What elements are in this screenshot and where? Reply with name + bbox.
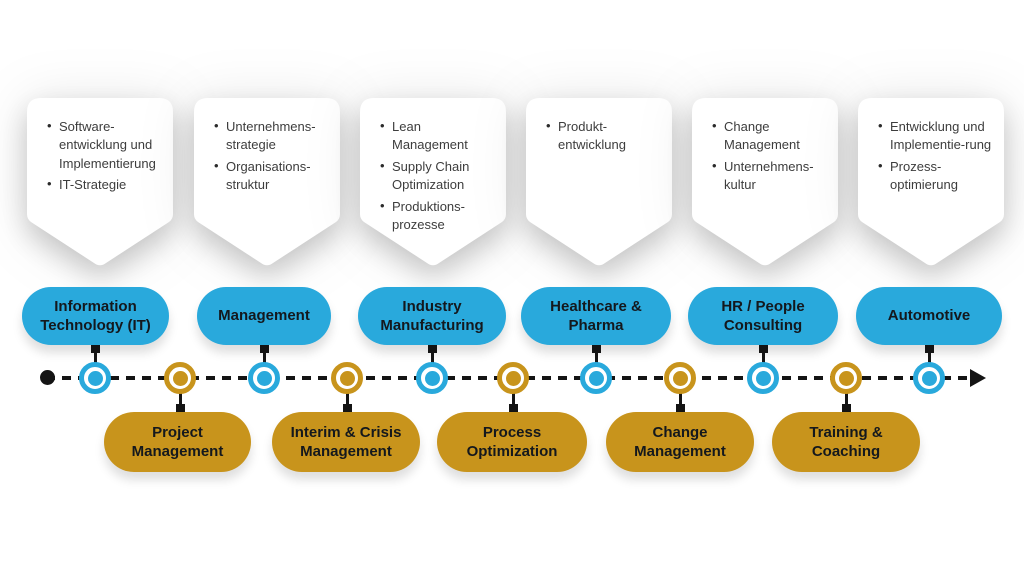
timeline-start-dot [40, 370, 55, 385]
bullet-item: Prozess-optimierung [878, 157, 992, 195]
pill-automotive: Automotive [856, 287, 1002, 345]
pill-information-technology: Information Technology (IT) [22, 287, 169, 345]
callout-bullet-list: Software-entwicklung und Implementierung… [27, 98, 173, 195]
connector-line [595, 347, 598, 365]
connector-line [928, 347, 931, 365]
connector-line [845, 393, 848, 411]
pill-hr-people-consulting: HR / People Consulting [688, 287, 838, 345]
pill-interim-crisis-management: Interim & Crisis Management [272, 412, 420, 472]
arrow-right-icon [970, 369, 986, 387]
connector-cap [509, 404, 518, 412]
timeline-node-blue-icon [580, 362, 612, 394]
callout-hr-people-consulting: Change Management Unternehmens-kultur [692, 98, 838, 268]
callout-information-technology: Software-entwicklung und Implementierung… [27, 98, 173, 268]
connector-cap [343, 404, 352, 412]
callout-management: Unternehmens-strategie Organisations-str… [194, 98, 340, 268]
connector-line [431, 347, 434, 365]
timeline-node-gold-icon [164, 362, 196, 394]
pill-industry-manufacturing: Industry Manufacturing [358, 287, 506, 345]
bullet-item: Unternehmens-strategie [214, 117, 328, 155]
timeline-node-blue-icon [79, 362, 111, 394]
timeline-node-blue-icon [416, 362, 448, 394]
connector-line [346, 393, 349, 411]
bullet-item: Unternehmens-kultur [712, 157, 826, 195]
timeline-node-blue-icon [747, 362, 779, 394]
callout-automotive: Entwicklung und Implementie-rung Prozess… [858, 98, 1004, 268]
bullet-item: Produktions-prozesse [380, 197, 494, 235]
pill-management: Management [197, 287, 331, 345]
pill-training-coaching: Training & Coaching [772, 412, 920, 472]
timeline-node-blue-icon [248, 362, 280, 394]
timeline-node-gold-icon [830, 362, 862, 394]
connector-cap [676, 404, 685, 412]
bullet-item: Entwicklung und Implementie-rung [878, 117, 992, 155]
connector-line [512, 393, 515, 411]
bullet-item: Organisations-struktur [214, 157, 328, 195]
timeline-node-gold-icon [664, 362, 696, 394]
timeline-node-blue-icon [913, 362, 945, 394]
bullet-item: Lean Management [380, 117, 494, 155]
bullet-item: Change Management [712, 117, 826, 155]
connector-line [263, 347, 266, 365]
connector-line [179, 393, 182, 411]
bullet-item: Produkt-entwicklung [546, 117, 660, 155]
connector-cap [842, 404, 851, 412]
connector-line [762, 347, 765, 365]
pill-process-optimization: Process Optimization [437, 412, 587, 472]
callout-bullet-list: Produkt-entwicklung [526, 98, 672, 155]
timeline-node-gold-icon [331, 362, 363, 394]
callout-industry-manufacturing: Lean Management Supply Chain Optimizatio… [360, 98, 506, 268]
bullet-item: Supply Chain Optimization [380, 157, 494, 195]
bullet-item: IT-Strategie [47, 175, 161, 194]
callout-bullet-list: Unternehmens-strategie Organisations-str… [194, 98, 340, 195]
callout-bullet-list: Entwicklung und Implementie-rung Prozess… [858, 98, 1004, 195]
timeline-node-gold-icon [497, 362, 529, 394]
pill-healthcare-pharma: Healthcare & Pharma [521, 287, 671, 345]
connector-cap [176, 404, 185, 412]
callout-bullet-list: Lean Management Supply Chain Optimizatio… [360, 98, 506, 235]
pill-project-management: Project Management [104, 412, 251, 472]
callout-bullet-list: Change Management Unternehmens-kultur [692, 98, 838, 195]
connector-line [679, 393, 682, 411]
bullet-item: Software-entwicklung und Implementierung [47, 117, 161, 173]
callout-healthcare-pharma: Produkt-entwicklung [526, 98, 672, 268]
connector-line [94, 347, 97, 365]
pill-change-management: Change Management [606, 412, 754, 472]
